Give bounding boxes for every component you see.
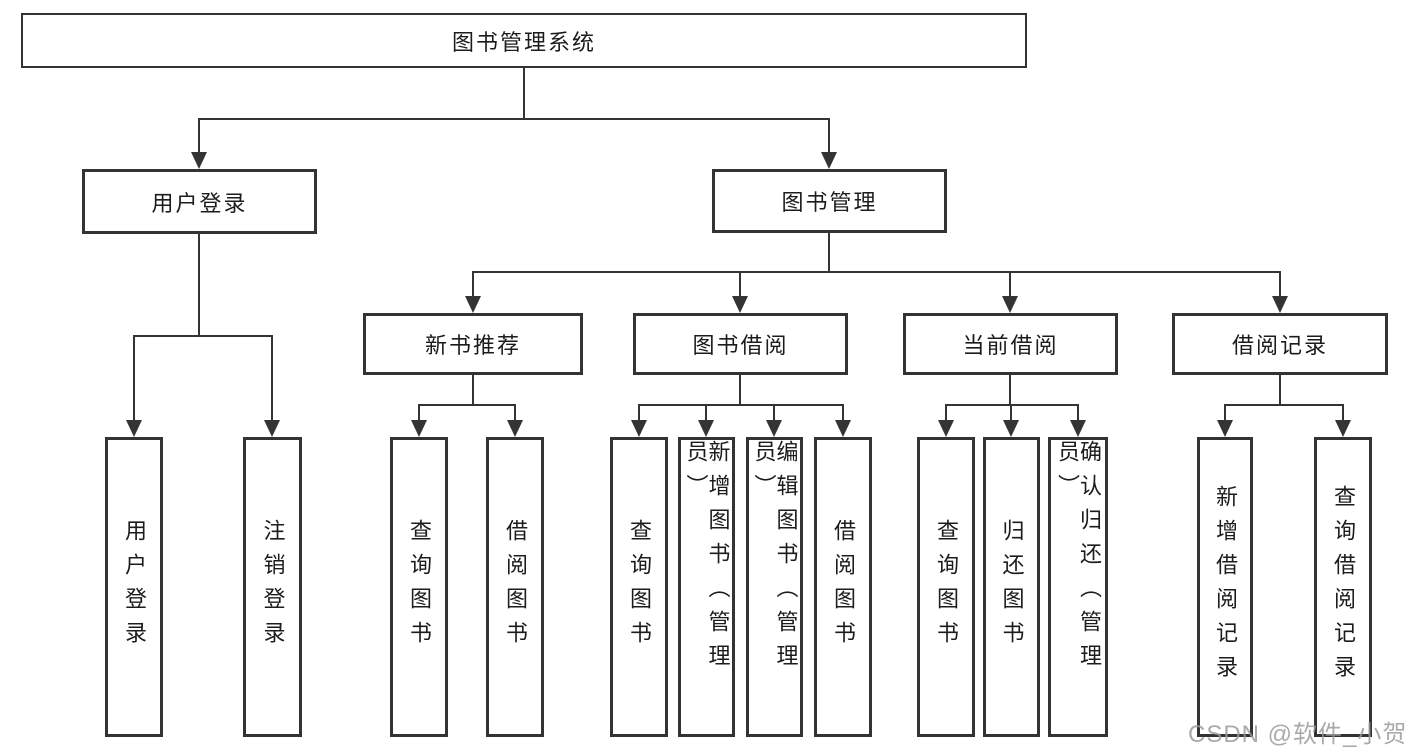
node-book-borrow: 图书借阅 xyxy=(633,313,848,375)
connector-line xyxy=(705,404,707,423)
arrow-down-icon xyxy=(938,420,954,437)
connector-line xyxy=(1279,375,1281,406)
leaf-add-books-admin: 新增图书（管理员） xyxy=(678,437,735,737)
node-label: 编辑图书（管理员） xyxy=(751,440,799,678)
node-new-book-recommend: 新书推荐 xyxy=(363,313,583,375)
node-label: 查询图书 xyxy=(934,519,959,655)
node-label: 新书推荐 xyxy=(424,333,521,358)
connector-line xyxy=(945,404,947,423)
connector-line xyxy=(271,335,273,422)
node-label: 借阅记录 xyxy=(1231,333,1328,358)
connector-line xyxy=(773,404,775,423)
csdn-watermark: CSDN @软件_小贺同学 xyxy=(1188,721,1405,747)
leaf-user-login: 用户登录 xyxy=(105,437,163,737)
leaf-query-books-2: 查询图书 xyxy=(610,437,668,737)
connector-line xyxy=(1009,375,1011,406)
connector-line xyxy=(1279,271,1281,299)
connector-line xyxy=(418,404,420,423)
leaf-logout: 注销登录 xyxy=(243,437,302,737)
connector-line xyxy=(1009,271,1011,299)
node-label: 新增图书（管理员） xyxy=(683,440,731,678)
connector-line xyxy=(842,404,844,423)
connector-line xyxy=(739,271,741,299)
connector-line xyxy=(638,404,640,423)
connector-line xyxy=(198,233,200,337)
connector-line xyxy=(198,118,830,120)
node-label: 新增借阅记录 xyxy=(1213,485,1238,689)
node-label: 图书管理系统 xyxy=(451,29,596,55)
arrow-down-icon xyxy=(821,152,837,169)
connector-line xyxy=(198,118,200,156)
arrow-down-icon xyxy=(1002,296,1018,313)
connector-line xyxy=(945,404,1079,406)
node-label: 注销登录 xyxy=(260,519,286,655)
connector-line xyxy=(514,404,516,423)
connector-line xyxy=(638,404,844,406)
arrow-down-icon xyxy=(264,420,280,437)
leaf-query-borrow-record: 查询借阅记录 xyxy=(1314,437,1372,737)
node-label: 用户登录 xyxy=(151,190,248,216)
leaf-borrow-books-1: 借阅图书 xyxy=(486,437,544,737)
node-label: 当前借阅 xyxy=(962,333,1059,358)
leaf-borrow-books-2: 借阅图书 xyxy=(814,437,872,737)
arrow-down-icon xyxy=(1335,420,1351,437)
arrow-down-icon xyxy=(411,420,427,437)
node-label: 查询图书 xyxy=(407,519,432,655)
leaf-add-borrow-record: 新增借阅记录 xyxy=(1197,437,1253,737)
node-label: 图书管理 xyxy=(781,190,878,215)
node-label: 图书借阅 xyxy=(692,333,789,358)
leaf-query-books-3: 查询图书 xyxy=(917,437,975,737)
arrow-down-icon xyxy=(732,296,748,313)
connector-line xyxy=(828,118,830,156)
connector-line xyxy=(472,271,1281,273)
arrow-down-icon xyxy=(766,420,782,437)
connector-line xyxy=(472,271,474,299)
connector-line xyxy=(133,335,273,337)
node-current-borrow: 当前借阅 xyxy=(903,313,1118,375)
node-user-login: 用户登录 xyxy=(82,169,317,234)
node-root-system: 图书管理系统 xyxy=(21,13,1027,68)
node-label: 借阅图书 xyxy=(831,519,856,655)
connector-line xyxy=(523,68,525,119)
connector-line xyxy=(739,375,741,406)
arrow-down-icon xyxy=(835,420,851,437)
arrow-down-icon xyxy=(191,152,207,169)
connector-line xyxy=(472,375,474,406)
connector-line xyxy=(133,335,135,422)
connector-line xyxy=(1010,404,1012,423)
connector-line xyxy=(1224,404,1344,406)
arrow-down-icon xyxy=(631,420,647,437)
node-label: 用户登录 xyxy=(122,519,147,655)
node-label: 查询借阅记录 xyxy=(1331,485,1356,689)
arrow-down-icon xyxy=(1070,420,1086,437)
node-label: 查询图书 xyxy=(627,519,652,655)
connector-line xyxy=(1077,404,1079,423)
node-borrow-records: 借阅记录 xyxy=(1172,313,1388,375)
arrow-down-icon xyxy=(507,420,523,437)
leaf-query-books-1: 查询图书 xyxy=(390,437,448,737)
connector-line xyxy=(1224,404,1226,423)
connector-line xyxy=(828,232,830,273)
arrow-down-icon xyxy=(1217,420,1233,437)
arrow-down-icon xyxy=(698,420,714,437)
node-label: 确认归还（管理员） xyxy=(1055,440,1102,678)
leaf-return-books: 归还图书 xyxy=(983,437,1040,737)
arrow-down-icon xyxy=(1272,296,1288,313)
leaf-edit-books-admin: 编辑图书（管理员） xyxy=(746,437,803,737)
arrow-down-icon xyxy=(465,296,481,313)
arrow-down-icon xyxy=(1003,420,1019,437)
connector-line xyxy=(418,404,516,406)
node-label: 借阅图书 xyxy=(503,519,528,655)
connector-line xyxy=(1342,404,1344,423)
leaf-confirm-return-admin: 确认归还（管理员） xyxy=(1048,437,1108,737)
arrow-down-icon xyxy=(126,420,142,437)
node-label: 归还图书 xyxy=(999,519,1025,655)
node-book-management: 图书管理 xyxy=(712,169,947,233)
